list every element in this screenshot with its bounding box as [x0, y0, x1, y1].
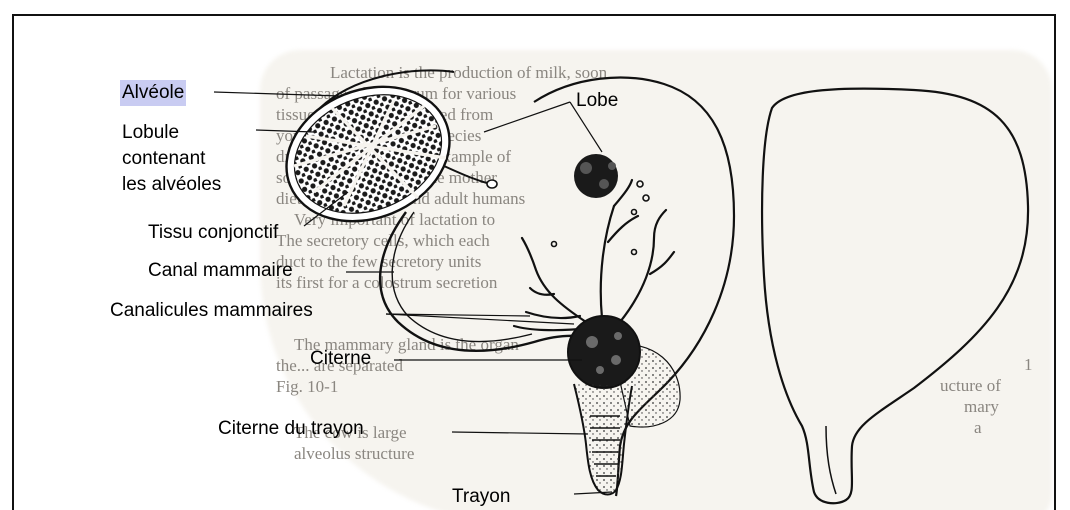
canalicules-tree — [514, 180, 674, 330]
label-canal-mammaire: Canal mammaire — [148, 258, 293, 284]
figure-frame: Lactation is the production of milk, soo… — [12, 14, 1056, 510]
lobule-with-alveoles — [266, 63, 497, 245]
label-tissu-conjonctif: Tissu conjonctif — [148, 220, 278, 246]
label-citerne-du-trayon: Citerne du trayon — [218, 416, 364, 442]
label-trayon: Trayon — [452, 484, 510, 510]
label-lobule-line-1: Lobule — [122, 120, 179, 146]
label-canalicules-mammaires: Canalicules mammaires — [110, 298, 313, 324]
udder-right-quarter-outline — [762, 89, 1028, 504]
lobe-cluster — [574, 154, 618, 198]
label-lobule-line-3: les alvéoles — [122, 172, 221, 198]
label-lobe: Lobe — [576, 88, 618, 114]
label-citerne: Citerne — [310, 346, 371, 372]
trayon-teat — [574, 384, 632, 495]
label-alveole: Alvéole — [120, 80, 186, 106]
label-lobule-line-2: contenant — [122, 146, 205, 172]
